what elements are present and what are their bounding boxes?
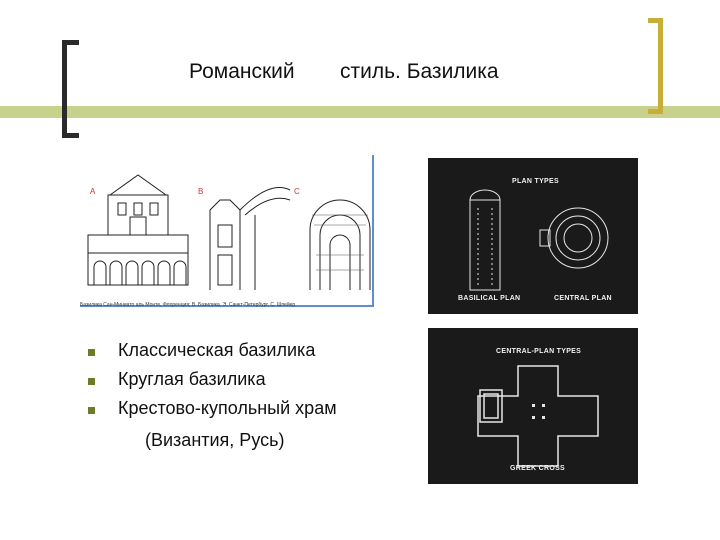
basilica-drawings [87,174,371,290]
left-bracket-decoration [62,40,79,138]
illustration-label-b: B [198,187,204,196]
bullet-icon [88,407,95,414]
illustration-label-c: C [294,187,300,196]
accent-bar [0,106,720,118]
slide-title-part1: Романский [189,60,295,83]
plan-types-panel: PLAN TYPES BASILICAL PLAN CENTRAL PLAN [428,158,638,314]
illustration-label-a: A [90,187,96,196]
basilica-illustration: A B C [80,155,374,307]
central-plan-types-panel: CENTRAL-PLAN TYPES GREEK CROSS [428,328,638,484]
list-item: Крестово-купольный храм [88,398,408,422]
list-item-subtext: (Византия, Русь) [145,430,285,450]
right-bracket-decoration [648,18,663,114]
illustration-caption: Базилика Сан-Миниато аль Монте, Флоренци… [80,302,296,308]
list-item-text: Классическая базилика [118,340,316,360]
list-item-text: Крестово-купольный храм [118,398,337,418]
plan-types-drawing [469,189,609,291]
central-plan-label: CENTRAL PLAN [554,295,612,302]
bullet-icon [88,378,95,385]
list-item-text: Круглая базилика [118,369,266,389]
plan-types-heading: PLAN TYPES [512,178,559,185]
list-item: Круглая базилика [88,369,408,393]
slide-title-part2: стиль. Базилика [340,60,499,83]
bullet-icon [88,349,95,356]
greek-cross-drawing [477,365,599,467]
basilical-plan-label: BASILICAL PLAN [458,295,521,302]
greek-cross-label: GREEK CROSS [510,465,566,472]
list-item: Классическая базилика [88,340,408,364]
central-plan-types-heading: CENTRAL-PLAN TYPES [496,348,582,355]
